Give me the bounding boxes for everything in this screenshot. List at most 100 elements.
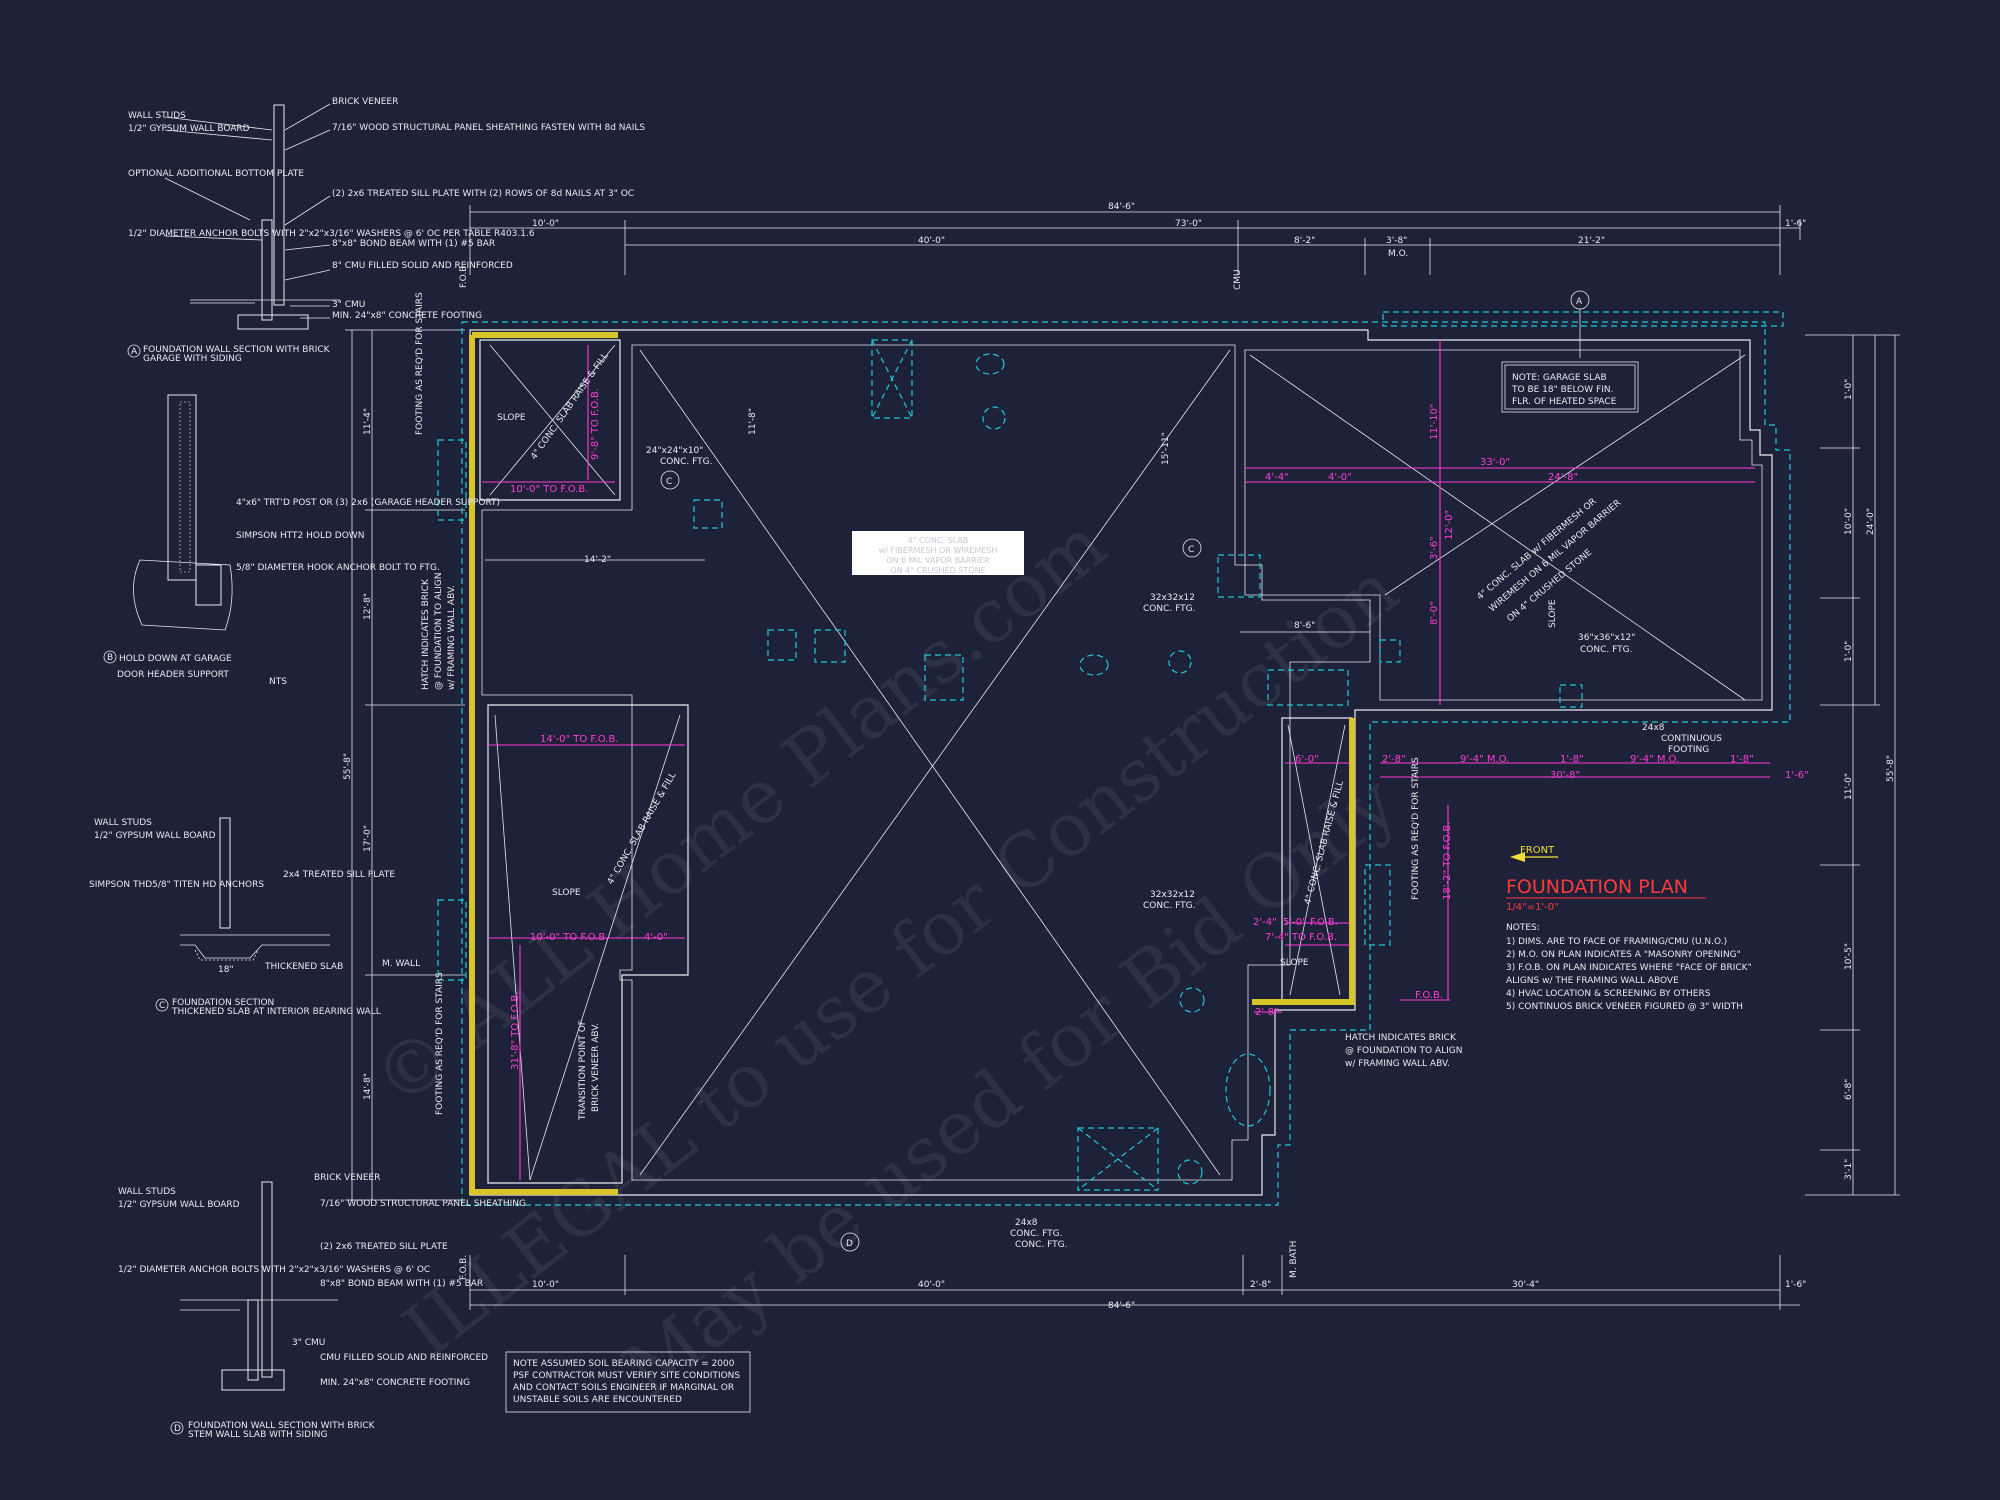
detail-a-left-3: OPTIONAL ADDITIONAL BOTTOM PLATE bbox=[128, 169, 304, 179]
dim-left-1: 11'-4" bbox=[363, 408, 373, 435]
label-twelve-zero: 12'-0" bbox=[1444, 510, 1455, 540]
detail-d-right-4: 8"x8" BOND BEAM WITH (1) #5 BAR bbox=[320, 1279, 483, 1289]
label-eleven-ten: 11'-10" bbox=[1429, 404, 1440, 440]
plan-scale: 1/4"=1'-0" bbox=[1506, 902, 1559, 913]
label-fifteen-ten: 15'-11" bbox=[1161, 432, 1171, 465]
dim-top-cmu: CMU bbox=[1233, 269, 1243, 290]
detail-d-brick bbox=[261, 1181, 273, 1378]
dim-top-4: 8'-2" bbox=[1294, 236, 1315, 246]
detail-b-title-2: DOOR HEADER SUPPORT bbox=[117, 670, 229, 680]
detail-b-label-2: SIMPSON HTT2 HOLD DOWN bbox=[236, 531, 364, 541]
dim-right-7: 6'-8" bbox=[1844, 1079, 1854, 1100]
label-four-zero-garage: 4'-0" bbox=[1328, 472, 1352, 483]
garage-note-box bbox=[1501, 361, 1639, 413]
label-seven-fob: 7'-4" TO F.O.B. bbox=[1265, 932, 1337, 943]
label-ten-fob-top: 10'-0" TO F.O.B. bbox=[510, 484, 588, 495]
detail-b-label-1: 4"x6" TRT'D POST OR (3) 2x6 (GARAGE HEAD… bbox=[236, 498, 500, 508]
marker-c-1: C bbox=[666, 477, 672, 487]
top-dimensions: 84'-6" 10'-0" 73'-0" 40'-0" 8'-2" 3'-8" … bbox=[459, 202, 1806, 290]
label-conc-ftg-2: CONC. FTG. bbox=[1143, 604, 1195, 614]
label-two-four: 2'-4" bbox=[1253, 917, 1277, 928]
detail-a-title: FOUNDATION WALL SECTION WITH BRICK bbox=[143, 345, 331, 355]
garage-note: NOTE: GARAGE SLAB TO BE 18" BELOW FIN. F… bbox=[1501, 361, 1639, 413]
brick-hatch-stair bbox=[1252, 718, 1355, 1005]
marker-d: D bbox=[846, 1239, 853, 1249]
dim-right-2: 10'-0" bbox=[1844, 508, 1854, 535]
detail-d-right-1: BRICK VENEER bbox=[314, 1173, 380, 1183]
brick-hatch-left bbox=[469, 335, 618, 1195]
label-nine-four-mo-2: 9'-4" M.O. bbox=[1630, 754, 1679, 765]
marker-a: A bbox=[1576, 297, 1583, 307]
detail-a-leaders bbox=[164, 103, 331, 319]
detail-a-left-1: WALL STUDS bbox=[128, 111, 186, 121]
soil-note: NOTE ASSUMED SOIL BEARING CAPACITY = 200… bbox=[505, 1351, 751, 1413]
dim-left-mwall: M. WALL bbox=[382, 959, 420, 969]
note-3b: ALIGNS w/ THE FRAMING WALL ABOVE bbox=[1506, 976, 1679, 986]
label-hatch-left-3: w/ FRAMING WALL ABV. bbox=[447, 585, 457, 690]
label-one-eight-2: 1'-8" bbox=[1730, 754, 1754, 765]
label-slope-3: SLOPE bbox=[1280, 958, 1309, 968]
label-ftg-32-a: 32x32x12 bbox=[1150, 593, 1195, 603]
detail-c-label-3: SIMPSON THD5/8" TITEN HD ANCHORS bbox=[89, 880, 264, 890]
bottom-dimensions: 10'-0" 40'-0" 2'-8" 30'-4" 1'-6" 84'-6" … bbox=[459, 1241, 1806, 1311]
detail-b-title-1: HOLD DOWN AT GARAGE bbox=[119, 654, 232, 664]
detail-a-right-2: 7/16" WOOD STRUCTURAL PANEL SHEATHING FA… bbox=[332, 123, 645, 133]
label-footing-word: FOOTING bbox=[1668, 745, 1709, 755]
label-four-zero: 4'-0" bbox=[644, 932, 668, 943]
detail-d-wall-section: WALL STUDS 1/2" GYPSUM WALL BOARD 1/2" D… bbox=[118, 1173, 526, 1440]
detail-b-tag: B bbox=[107, 653, 113, 663]
label-fob-magenta: F.O.B. bbox=[1415, 990, 1443, 1001]
detail-d-right-2: 7/16" WOOD STRUCTURAL PANEL SHEATHING bbox=[320, 1199, 526, 1209]
label-conc-ftg-3: CONC. FTG. bbox=[1143, 901, 1195, 911]
label-hatch-left-2: @ FOUNDATION TO ALIGN bbox=[434, 573, 444, 690]
detail-d-left-3: 1/2" DIAMETER ANCHOR BOLTS WITH 2"x2"x3/… bbox=[118, 1265, 430, 1275]
plan-title-block: FRONT FOUNDATION PLAN 1/4"=1'-0" NOTES: … bbox=[1506, 845, 1752, 1012]
detail-a-right-1: BRICK VENEER bbox=[332, 97, 398, 107]
fob-dimensions bbox=[482, 340, 1770, 1180]
detail-c-label-6: 18" bbox=[218, 965, 234, 975]
detail-d-tag: D bbox=[174, 1424, 181, 1434]
detail-a-right-4: 8"x8" BOND BEAM WITH (1) #5 BAR bbox=[332, 239, 495, 249]
garage-note-line-3: FLR. OF HEATED SPACE bbox=[1512, 397, 1617, 407]
label-footing-24x8-b: 24x8 bbox=[1015, 1218, 1038, 1228]
detail-d-title: FOUNDATION WALL SECTION WITH BRICK bbox=[188, 1421, 376, 1431]
dim-top-5: 3'-8" bbox=[1386, 236, 1407, 246]
label-ftg-36: 36"x36"x12" bbox=[1578, 633, 1635, 643]
dim-right-8: 3'-1" bbox=[1844, 1159, 1854, 1180]
dim-bot-4: 30'-4" bbox=[1512, 1280, 1539, 1290]
detail-c-title: FOUNDATION SECTION bbox=[172, 998, 274, 1008]
detail-a-left-2: 1/2" GYPSUM WALL BOARD bbox=[128, 124, 250, 134]
center-note-line-4: ON 4" CRUSHED STONE bbox=[890, 566, 985, 575]
dim-bot-overall: 84'-6" bbox=[1108, 1301, 1135, 1311]
label-nine-four-mo-1: 9'-4" M.O. bbox=[1460, 754, 1509, 765]
detail-a-left-4: 1/2" DIAMETER ANCHOR BOLTS WITH 2"x2"x3/… bbox=[128, 229, 535, 239]
label-fourteen-fob: 14'-0" TO F.O.B. bbox=[540, 734, 618, 745]
label-slope-garage: SLOPE bbox=[1548, 599, 1558, 628]
plan-labels: SLOPE 4" CONC. SLAB RAISE & FILL SLOPE 4… bbox=[415, 290, 1722, 1252]
detail-d-right-3: (2) 2x6 TREATED SILL PLATE bbox=[320, 1242, 448, 1252]
detail-c-label-1: WALL STUDS bbox=[94, 818, 152, 828]
note-2: 2) M.O. ON PLAN INDICATES A "MASONRY OPE… bbox=[1506, 950, 1741, 960]
label-eleven-eight: 11'-8" bbox=[748, 408, 758, 435]
left-porch-wall bbox=[487, 704, 689, 1184]
label-hatch-right-3: w/ FRAMING WALL ABV. bbox=[1345, 1059, 1450, 1069]
detail-a-right-5: 8" CMU FILLED SOLID AND REINFORCED bbox=[332, 261, 513, 271]
center-note-box bbox=[852, 531, 1024, 575]
label-one-eight: 1'-8" bbox=[1560, 754, 1584, 765]
dim-right-5: 11'-0" bbox=[1844, 773, 1854, 800]
label-nine-fob: 9'-8" TO F.O.B. bbox=[590, 388, 601, 460]
detail-d-right-6: CMU FILLED SOLID AND REINFORCED bbox=[320, 1353, 488, 1363]
dim-bot-1: 10'-0" bbox=[532, 1280, 559, 1290]
front-label: FRONT bbox=[1520, 845, 1555, 856]
label-three-six: 3'-6" bbox=[1429, 536, 1440, 560]
dim-left-overall: 55'-8" bbox=[343, 753, 353, 780]
label-ten-fob-left: 10'-0" TO F.O.B. bbox=[530, 932, 608, 943]
garage-note-line-1: NOTE: GARAGE SLAB bbox=[1512, 373, 1607, 383]
label-eighteen-fob: 18'-2" TO F.O.B. bbox=[1442, 822, 1453, 900]
detail-d-left-2: 1/2" GYPSUM WALL BOARD bbox=[118, 1200, 240, 1210]
label-thirty-eight: 30'-8" bbox=[1550, 770, 1580, 781]
label-slope-1: SLOPE bbox=[497, 413, 526, 423]
dim-top-3: 40'-0" bbox=[918, 236, 945, 246]
fob-labels: 10'-0" TO F.O.B. 9'-8" TO F.O.B. 14'-0" … bbox=[510, 388, 1809, 1070]
dim-bot-fob: F.O.B. bbox=[459, 1255, 469, 1280]
